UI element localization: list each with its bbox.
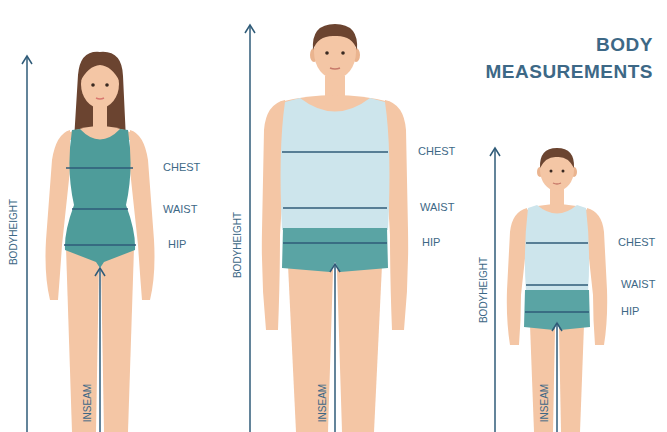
inseam-label: INSEAM	[82, 384, 94, 422]
mouth	[553, 183, 561, 184]
arm	[507, 208, 527, 345]
shorts	[282, 228, 388, 272]
measure-label: CHEST	[163, 161, 200, 173]
inseam-arrow	[334, 264, 336, 432]
eye	[105, 83, 109, 87]
measure-label: WAIST	[163, 203, 197, 215]
swimsuit	[65, 129, 135, 268]
head	[540, 149, 574, 191]
eye	[562, 170, 565, 173]
height-arrow	[249, 25, 251, 432]
eye	[91, 83, 95, 87]
eye	[325, 51, 329, 55]
height-label: BODYHEIGHT	[478, 257, 490, 323]
leg	[559, 325, 584, 432]
boy-figure	[490, 148, 607, 432]
arrow-head	[490, 148, 500, 156]
mouth	[96, 98, 104, 99]
arrow-head	[552, 323, 562, 331]
arrow-head	[22, 56, 32, 64]
leg	[66, 248, 99, 432]
shorts	[524, 290, 590, 330]
eye	[550, 170, 553, 173]
chest-line	[282, 151, 388, 153]
man-figure	[245, 24, 408, 432]
waist-line	[72, 208, 128, 210]
arrow-head	[95, 268, 105, 276]
hip-line	[64, 244, 136, 246]
inseam-arrow	[99, 268, 101, 432]
height-label: BODYHEIGHT	[8, 199, 20, 265]
mouth	[330, 68, 340, 69]
measure-label: HIP	[422, 236, 440, 248]
hair	[540, 148, 574, 168]
arm	[587, 208, 607, 345]
arm	[46, 130, 71, 300]
measure-label: CHEST	[418, 145, 455, 157]
chest-line	[526, 242, 588, 244]
measure-label: CHEST	[618, 236, 655, 248]
woman-figure	[22, 52, 155, 432]
measure-label: WAIST	[621, 278, 655, 290]
hip-line	[525, 311, 589, 313]
inseam-label: INSEAM	[539, 384, 551, 422]
chest-line	[66, 167, 133, 169]
leg	[530, 325, 555, 432]
waist-line	[283, 207, 387, 209]
leg	[101, 248, 134, 432]
arm	[130, 130, 155, 300]
height-arrow	[26, 56, 28, 432]
tank-top	[281, 98, 390, 230]
inseam-label: INSEAM	[317, 384, 329, 422]
leg	[288, 265, 333, 432]
title: BODY MEASUREMENTS	[463, 31, 653, 85]
measure-label: WAIST	[420, 201, 454, 213]
measure-label: HIP	[168, 238, 186, 250]
leg	[337, 265, 382, 432]
tank-top	[525, 205, 589, 292]
hair	[80, 57, 120, 82]
hair	[313, 24, 357, 50]
height-arrow	[494, 148, 496, 432]
eye	[341, 51, 345, 55]
height-label: BODYHEIGHT	[232, 212, 244, 278]
measure-label: HIP	[621, 305, 639, 317]
arrow-head	[245, 25, 255, 33]
waist-line	[526, 284, 588, 286]
hip-line	[283, 242, 387, 244]
inseam-arrow	[556, 323, 558, 432]
arrow-head	[330, 264, 340, 272]
